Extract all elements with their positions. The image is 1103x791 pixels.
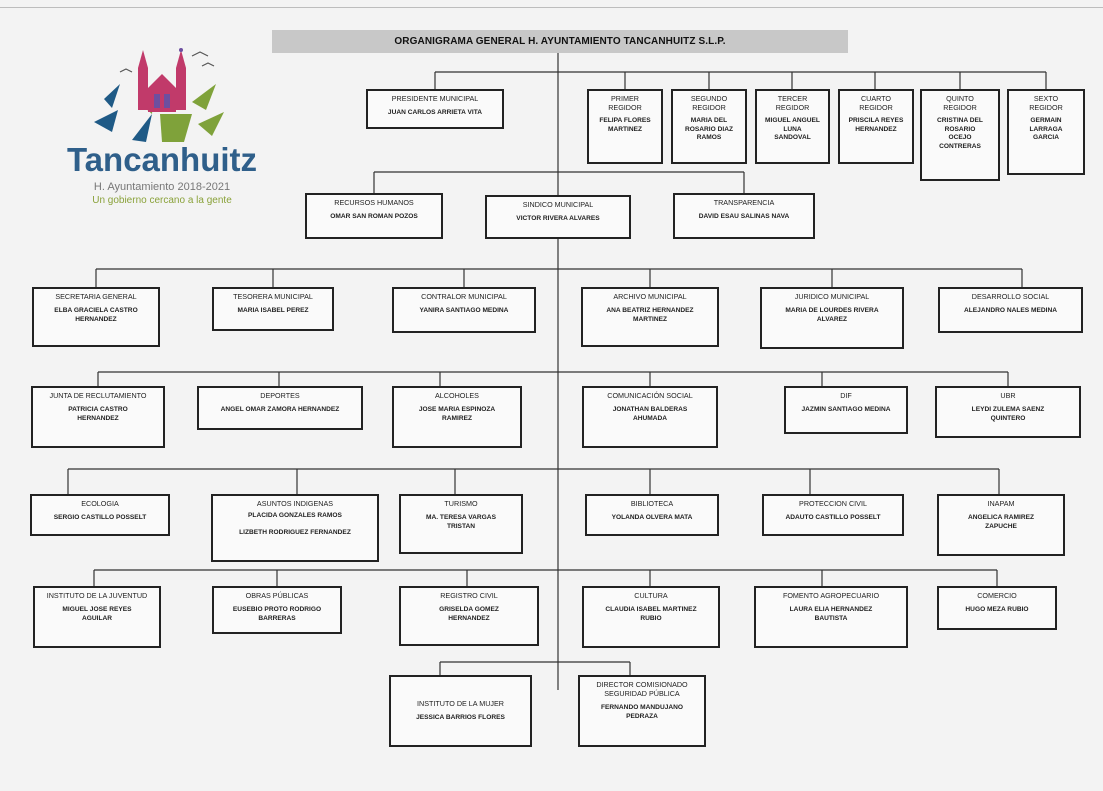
box-sexto-regidor: SEXTO REGIDOR GERMAIN LARRAGA GARCIA (1007, 89, 1085, 175)
box-alcoholes: ALCOHOLES JOSE MARIA ESPINOZA RAMIREZ (392, 386, 522, 448)
box-transparencia: TRANSPARENCIA DAVID ESAU SALINAS NAVA (673, 193, 815, 239)
logo-motto: Un gobierno cercano a la gente (92, 195, 232, 207)
box-cuarto-regidor: CUARTO REGIDOR PRISCILA REYES HERNANDEZ (838, 89, 914, 164)
box-contralor: CONTRALOR MUNICIPAL YANIRA SANTIAGO MEDI… (392, 287, 536, 333)
box-instituto-juventud: INSTITUTO DE LA JUVENTUD MIGUEL JOSE REY… (33, 586, 161, 648)
box-obras-publicas: OBRAS PÚBLICAS EUSEBIO PROTO RODRIGO BAR… (212, 586, 342, 634)
box-tercer-regidor: TERCER REGIDOR MIGUEL ANGUEL LUNA SANDOV… (755, 89, 830, 164)
box-asuntos-indigenas: ASUNTOS INDIGENAS PLACIDA GONZALES RAMOS… (211, 494, 379, 562)
box-proteccion-civil: PROTECCION CIVIL ADAUTO CASTILLO POSSELT (762, 494, 904, 536)
box-primer-regidor: PRIMER REGIDOR FELIPA FLORES MARTINEZ (587, 89, 663, 164)
box-ubr: UBR LEYDI ZULEMA SAENZ QUINTERO (935, 386, 1081, 438)
box-name: JUAN CARLOS ARRIETA VITA (387, 109, 483, 116)
box-fomento-agropecuario: FOMENTO AGROPECUARIO LAURA ELIA HERNANDE… (754, 586, 908, 648)
box-ecologia: ECOLOGIA SERGIO CASTILLO POSSELT (30, 494, 170, 536)
logo-name: Tancanhuitz (66, 141, 258, 178)
municipality-logo: Tancanhuitz H. Ayuntamiento 2018-2021 Un… (42, 44, 282, 214)
church-tower-logo-icon (94, 48, 224, 142)
box-presidente: PRESIDENTE MUNICIPAL JUAN CARLOS ARRIETA… (366, 89, 504, 129)
box-junta-reclutamiento: JUNTA DE RECLUTAMIENTO PATRICIA CASTRO H… (31, 386, 165, 448)
box-sindico: SINDICO MUNICIPAL VICTOR RIVERA ALVARES (485, 195, 631, 239)
box-recursos-humanos: RECURSOS HUMANOS OMAR SAN ROMAN POZOS (305, 193, 443, 239)
logo-subtitle: H. Ayuntamiento 2018-2021 (93, 181, 231, 193)
box-biblioteca: BIBLIOTECA YOLANDA OLVERA MATA (585, 494, 719, 536)
box-desarrollo-social: DESARROLLO SOCIAL ALEJANDRO NALES MEDINA (938, 287, 1083, 333)
box-comercio: COMERCIO HUGO MEZA RUBIO (937, 586, 1057, 630)
box-deportes: DEPORTES ANGEL OMAR ZAMORA HERNANDEZ (197, 386, 363, 430)
box-archivo: ARCHIVO MUNICIPAL ANA BEATRIZ HERNANDEZ … (581, 287, 719, 347)
box-title: PRESIDENTE MUNICIPAL (391, 94, 479, 103)
box-cultura: CULTURA CLAUDIA ISABEL MARTINEZ RUBIO (582, 586, 720, 648)
box-juridico: JURIDICO MUNICIPAL MARIA DE LOURDES RIVE… (760, 287, 904, 349)
chart-title: ORGANIGRAMA GENERAL H. AYUNTAMIENTO TANC… (272, 30, 848, 53)
box-quinto-regidor: QUINTO REGIDOR CRISTINA DEL ROSARIO OCEJ… (920, 89, 1000, 181)
box-turismo: TURISMO MA. TERESA VARGAS TRISTAN (399, 494, 523, 554)
box-instituto-mujer: INSTITUTO DE LA MUJER JESSICA BARRIOS FL… (389, 675, 532, 747)
box-tesorera: TESORERA MUNICIPAL MARIA ISABEL PEREZ (212, 287, 334, 331)
box-comunicacion-social: COMUNICACIÓN SOCIAL JONATHAN BALDERAS AH… (582, 386, 718, 448)
box-seguridad-publica: DIRECTOR COMISIONADO SEGURIDAD PÚBLICA F… (578, 675, 706, 747)
box-registro-civil: REGISTRO CIVIL GRISELDA GOMEZ HERNANDEZ (399, 586, 539, 646)
box-segundo-regidor: SEGUNDO REGIDOR MARIA DEL ROSARIO DIAZ R… (671, 89, 747, 164)
box-dif: DIF JAZMIN SANTIAGO MEDINA (784, 386, 908, 434)
box-inapam: INAPAM ANGELICA RAMIREZ ZAPUCHE (937, 494, 1065, 556)
box-secretaria-general: SECRETARIA GENERAL ELBA GRACIELA CASTRO … (32, 287, 160, 347)
